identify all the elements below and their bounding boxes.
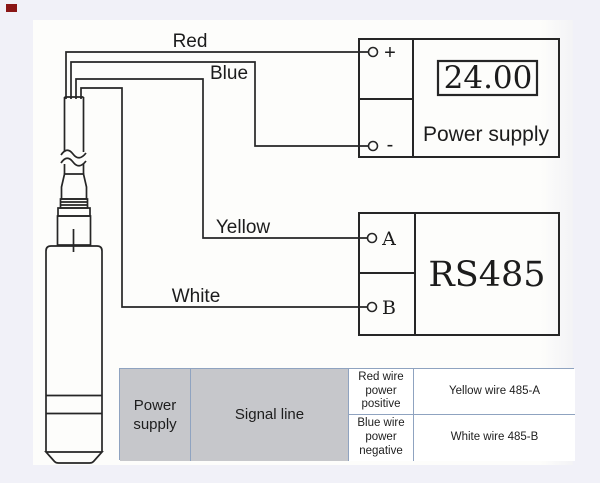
wiring-table: Power supply Red wire power positive Sig… [119, 368, 575, 461]
terminal-plus [367, 46, 379, 58]
corner-red-mark [6, 4, 17, 12]
terminal-minus [367, 140, 379, 152]
table-cell-red-wire: Red wire power positive [349, 369, 414, 415]
table-power-group-cell: Power supply [120, 369, 191, 461]
power-supply-label: Power supply [423, 123, 550, 146]
wire-red [65, 51, 368, 99]
sensor-tip [44, 451, 104, 464]
wire-label-yellow: Yellow [216, 217, 271, 238]
rs485-box [358, 212, 560, 336]
rs485-label: RS485 [428, 255, 545, 295]
wire-blue [70, 61, 368, 147]
terminal-minus-label: - [387, 134, 394, 156]
power-display-value: 24.00 [444, 60, 533, 96]
wire-yellow [75, 78, 367, 239]
wire-label-red: Red [173, 31, 208, 52]
power-supply-box [358, 38, 560, 158]
sensor-connector [56, 173, 92, 252]
wire-white [80, 87, 367, 308]
table-cell-white-wire: White wire 485-B [414, 415, 575, 461]
wire-label-blue: Blue [210, 63, 248, 84]
terminal-plus-label: + [384, 42, 396, 64]
table-cell-blue-wire: Blue wire power negative [349, 415, 414, 461]
sensor-cable [60, 96, 87, 174]
terminal-a-label: A [381, 228, 396, 250]
terminal-b [366, 301, 378, 313]
terminal-a [366, 232, 378, 244]
cable-break-squiggle [60, 149, 87, 159]
wire-label-white: White [172, 286, 221, 307]
power-display-box [436, 59, 539, 97]
sensor-body [44, 245, 104, 464]
table-cell-yellow-wire: Yellow wire 485-A [414, 369, 575, 415]
table-signal-group-cell: Signal line [191, 369, 349, 461]
cable-break-squiggle [60, 157, 87, 167]
terminal-b-label: B [382, 297, 396, 319]
